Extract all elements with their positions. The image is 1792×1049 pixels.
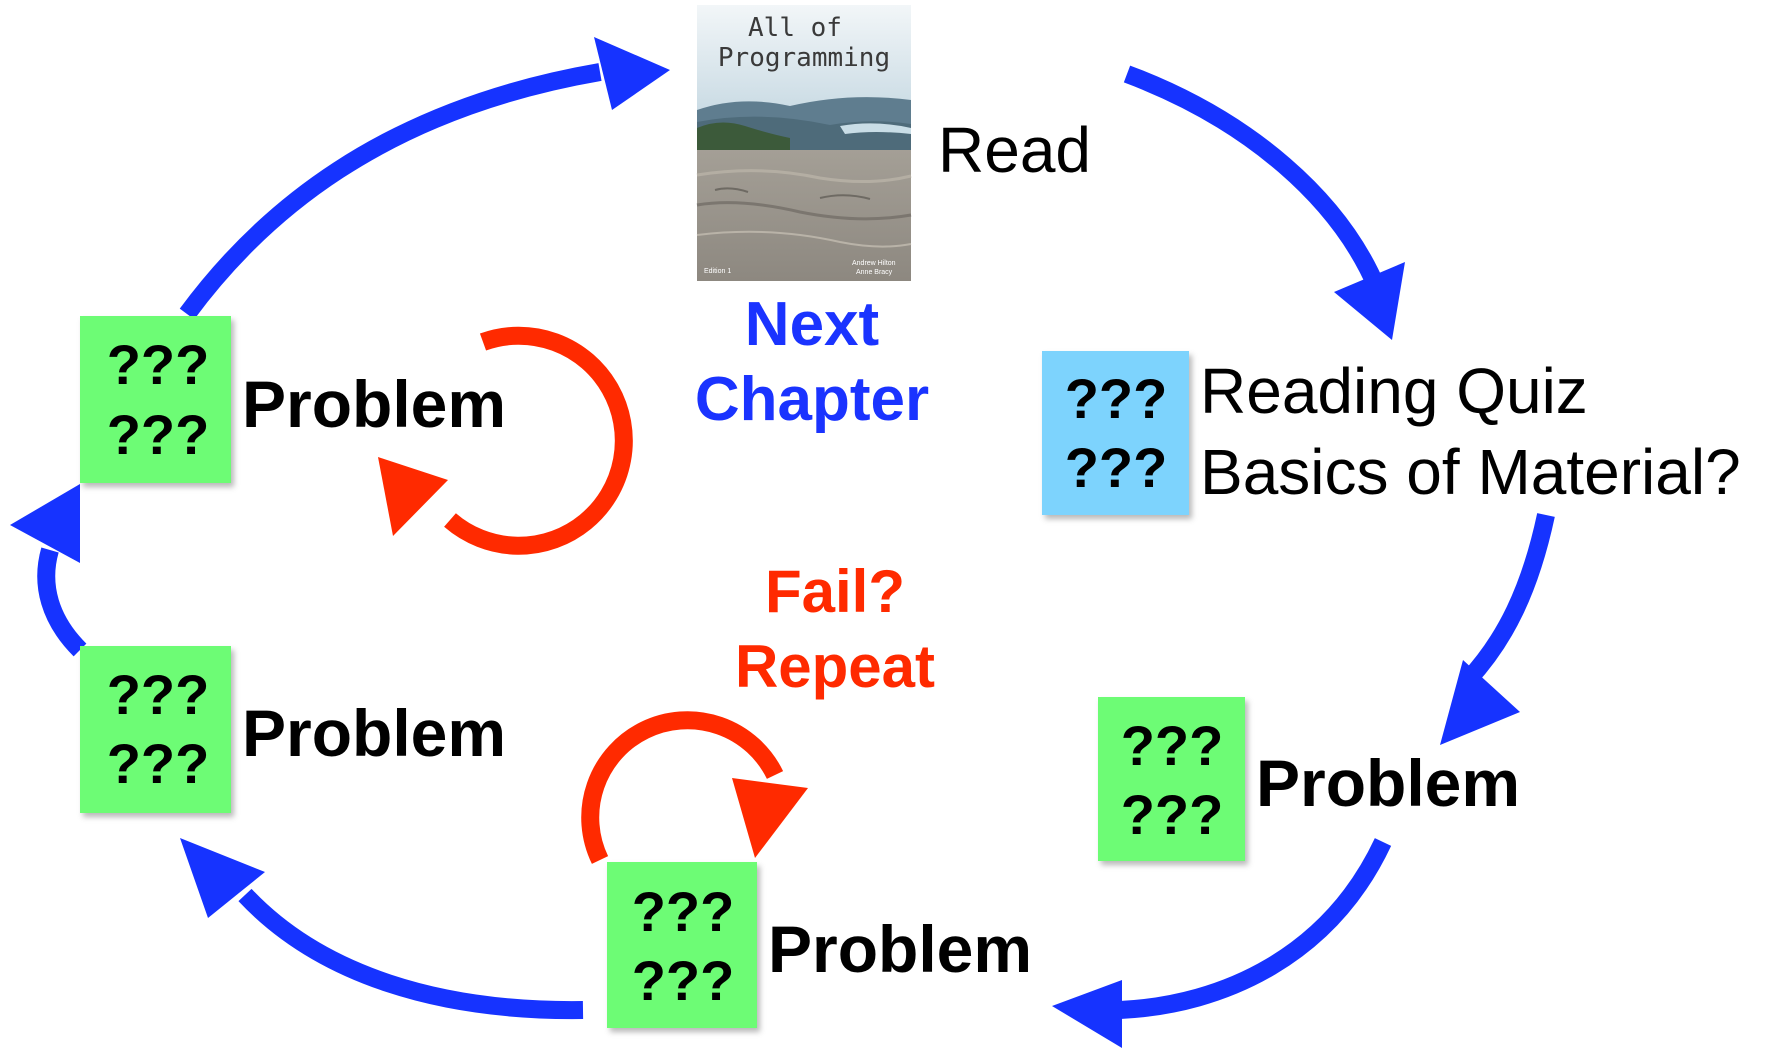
arrow-problem-to-book-head [594, 37, 670, 110]
problem-card [1098, 697, 1245, 861]
fail-repeat-label: Fail? Repeat [735, 558, 935, 700]
problem-card-line2: ??? [107, 732, 210, 795]
problem-right: ??? ??? Problem [1098, 697, 1520, 861]
book-cover: All of Programming Edition 1 Andrew Hilt… [696, 5, 912, 281]
quiz-subtitle: Basics of Material? [1200, 436, 1741, 508]
flow-arrows [10, 37, 1555, 1048]
problem-label: Problem [1256, 746, 1520, 820]
arrow-quiz-to-problem [1461, 513, 1555, 687]
book-edition: Edition 1 [704, 268, 731, 275]
quiz-card [1042, 351, 1189, 515]
arrow-problem-to-book [179, 63, 602, 320]
problem-label: Problem [242, 696, 506, 770]
next-chapter-line2: Chapter [695, 365, 929, 434]
problem-card-line2: ??? [1121, 783, 1224, 846]
problem-card [80, 316, 231, 483]
fail-label: Fail? [765, 558, 905, 625]
problem-card-line1: ??? [632, 880, 735, 943]
problem-card-line1: ??? [107, 663, 210, 726]
repeat-label: Repeat [735, 633, 935, 700]
problem-card [80, 646, 231, 813]
book-authors-line1: Andrew Hilton [852, 260, 896, 267]
quiz-title: Reading Quiz [1200, 355, 1588, 427]
problem-label: Problem [768, 912, 1032, 986]
problem-bottom: ??? ??? Problem [607, 862, 1032, 1028]
arrow-read-to-quiz [1123, 65, 1386, 292]
arrow-quiz-to-problem-head [1440, 660, 1520, 745]
problem-card-line2: ??? [107, 403, 210, 466]
arrow-problem-bottom-to-left-head [180, 838, 265, 918]
quiz-card-line2: ??? [1065, 436, 1168, 499]
book-authors-line2: Anne Bracy [856, 269, 893, 276]
next-chapter-line1: Next [745, 290, 879, 359]
problem-left-middle: ??? ??? Problem [80, 646, 506, 813]
arrow-problem-bottom-to-left [238, 888, 584, 1020]
arrow-problem-left-to-top [37, 547, 87, 657]
quiz-card-line1: ??? [1065, 367, 1168, 430]
arrow-problem-left-to-top-head [10, 484, 80, 563]
arrow-read-to-quiz-head [1334, 262, 1405, 340]
problem-label: Problem [242, 367, 506, 441]
repeat-loop-bottom [581, 711, 784, 864]
problem-card-line1: ??? [1121, 714, 1224, 777]
problem-card-line2: ??? [632, 949, 735, 1012]
repeat-loop-bottom-head [732, 778, 808, 858]
repeat-loop-top [444, 326, 633, 555]
arrow-problem-right-to-bottom-head [1052, 980, 1122, 1048]
book-title-line1: All of [748, 13, 842, 43]
next-chapter-label: Next Chapter [695, 290, 929, 434]
repeat-loop-top-head [378, 457, 448, 536]
repeat-arrows [378, 326, 808, 864]
problem-card-line1: ??? [107, 333, 210, 396]
read-label: Read [938, 114, 1091, 186]
reading-quiz: ??? ??? Reading Quiz Basics of Material? [1042, 351, 1741, 515]
problem-top-left: ??? ??? Problem [80, 316, 506, 483]
book-title-line2: Programming [718, 43, 890, 73]
problem-card [607, 862, 757, 1028]
arrow-problem-right-to-bottom [1119, 838, 1392, 1019]
